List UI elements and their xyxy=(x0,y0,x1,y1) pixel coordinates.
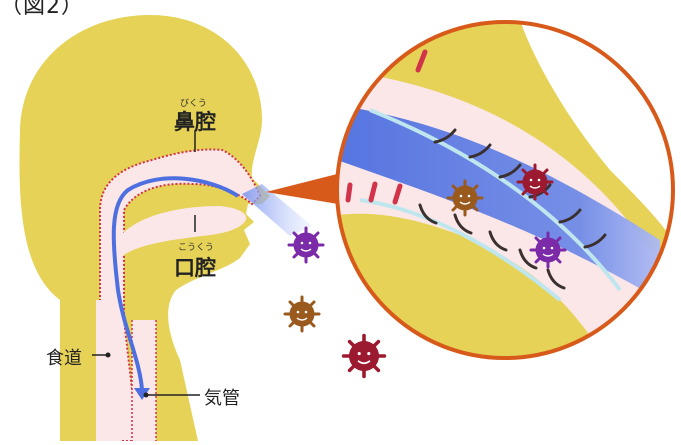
brown-virus-icon xyxy=(285,297,319,331)
red-virus-icon xyxy=(518,165,552,199)
trachea-tube xyxy=(132,320,156,441)
red-virus-icon xyxy=(344,336,385,377)
esophagus-label: 食道 xyxy=(46,344,82,370)
purple-virus-icon xyxy=(289,228,323,262)
brown-virus-icon xyxy=(448,181,482,215)
trachea-label: 気管 xyxy=(204,384,240,410)
figure-label: （図2） xyxy=(0,0,84,20)
purple-virus-icon xyxy=(531,233,565,267)
nasal-cavity-label: 鼻腔 xyxy=(174,106,216,136)
oral-cavity-label: 口腔 xyxy=(174,252,216,282)
esophagus-tube xyxy=(96,300,120,441)
